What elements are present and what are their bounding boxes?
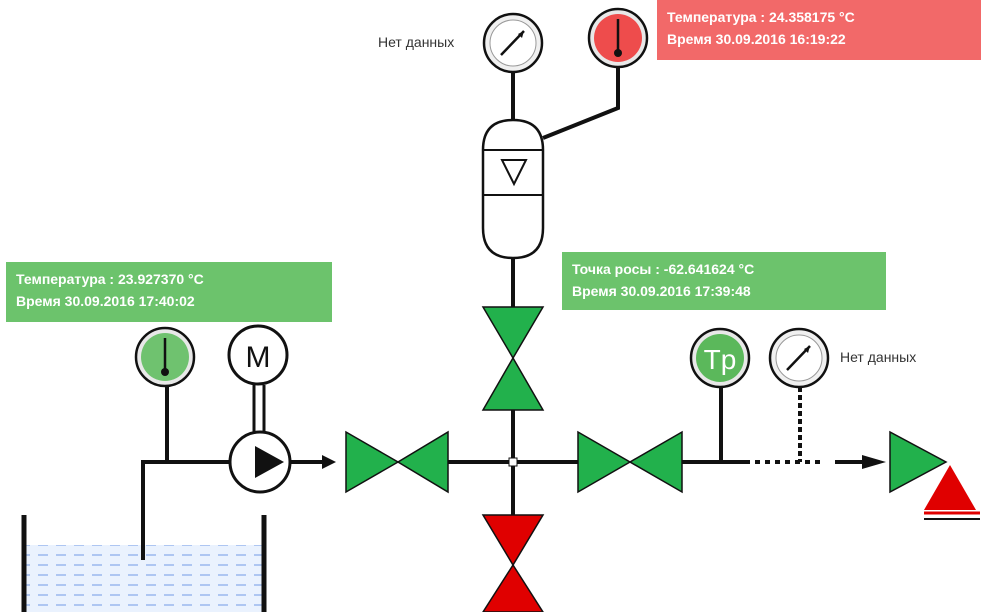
valve-icon — [345, 430, 400, 494]
suction-pipe — [141, 460, 230, 560]
motor-letter: M — [246, 341, 271, 374]
consumer — [924, 465, 980, 520]
right-pressure-gauge[interactable] — [768, 327, 830, 389]
dewpoint-sensor-icon — [696, 334, 744, 382]
dew-point-panel: Точка росы : -62.641624 °C Время 30.09.2… — [562, 252, 886, 310]
dewpoint-sensor-letters: Tp — [704, 344, 737, 375]
top-pressure-gauge[interactable] — [482, 12, 544, 74]
left-temperature-value: Температура : 23.927370 °C — [16, 271, 204, 287]
motor-icon — [227, 324, 289, 386]
pump[interactable] — [228, 430, 292, 494]
top-temperature-time: Время 30.09.2016 16:19:22 — [667, 31, 846, 47]
thermo-to-vessel-pipe — [542, 67, 620, 140]
left-temperature-time: Время 30.09.2016 17:40:02 — [16, 293, 195, 309]
flow-arrow-icon — [322, 455, 336, 469]
motor[interactable]: M — [227, 324, 289, 386]
left-temperature-panel: Температура : 23.927370 °C Время 30.09.2… — [6, 262, 332, 322]
top-temperature-value: Температура : 24.358175 °C — [667, 9, 855, 25]
valve-icon — [481, 514, 545, 567]
right-gauge-nodata-label: Нет данных — [840, 349, 917, 365]
valve-outlet[interactable] — [577, 430, 683, 494]
dewpoint-sensor[interactable]: Tp — [689, 327, 751, 389]
consumer-triangle-icon — [924, 465, 976, 510]
valve-vessel[interactable] — [481, 306, 545, 411]
top-temperature-panel: Температура : 24.358175 °C Время 30.09.2… — [657, 0, 981, 60]
outlet-check-valve-icon[interactable] — [889, 430, 948, 494]
top-thermometer[interactable] — [587, 7, 649, 69]
pump-impeller-icon — [255, 446, 284, 478]
valve-icon — [481, 306, 545, 360]
valve-inlet[interactable] — [345, 430, 449, 494]
dew-point-value: Точка росы : -62.641624 °C — [572, 261, 755, 277]
valve-drain[interactable] — [481, 514, 545, 612]
left-thermometer[interactable] — [134, 326, 196, 388]
valve-icon — [577, 430, 632, 494]
top-gauge-nodata-label: Нет данных — [378, 34, 455, 50]
filter-vessel[interactable] — [481, 118, 545, 260]
pipe-junction — [508, 457, 518, 467]
flow-arrow-icon — [862, 455, 886, 469]
filter-vessel-icon — [481, 118, 545, 260]
dew-point-time: Время 30.09.2016 17:39:48 — [572, 283, 751, 299]
